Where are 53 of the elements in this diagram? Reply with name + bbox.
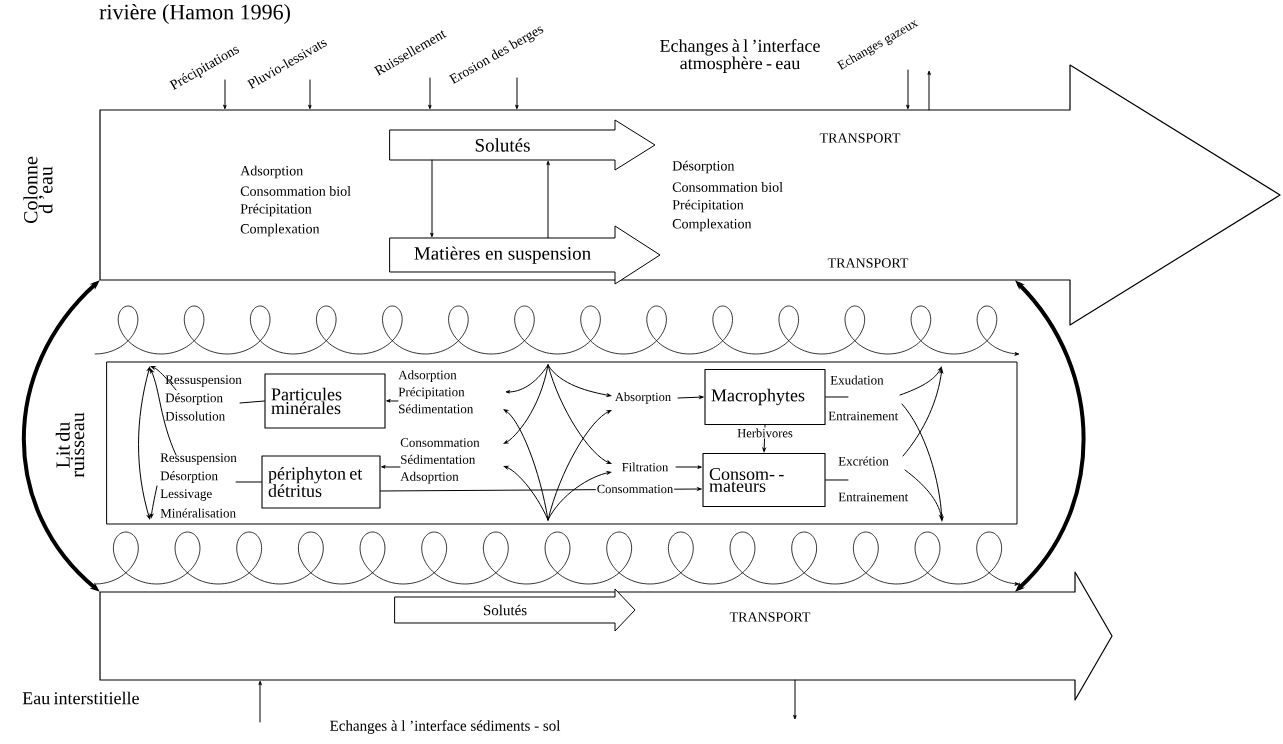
arrow xyxy=(308,79,312,109)
arrow xyxy=(762,424,766,453)
side-label: Eau interstitielle xyxy=(22,691,139,705)
text-label: Minéralisation xyxy=(160,508,236,518)
text-label: Précipitation xyxy=(240,203,312,217)
text-label: Excrétion xyxy=(838,456,889,466)
text-label: Complexation xyxy=(672,218,752,232)
arrow xyxy=(430,159,434,237)
text-label: Exudation xyxy=(830,375,884,385)
arrow xyxy=(258,681,262,723)
text-label: Consommation biol xyxy=(240,186,351,196)
text-label: Echanges à l ’interface atmosphère - eau xyxy=(660,39,820,73)
arrow xyxy=(223,79,227,109)
text-label: Désorption xyxy=(672,160,735,174)
text-label: Adsorption xyxy=(240,165,303,179)
side-label: Colonne d ’eau xyxy=(23,156,53,224)
title: rivière (Hamon 1996) xyxy=(99,4,290,24)
streambed-frame xyxy=(106,361,1018,525)
text-label: Ressuspension xyxy=(160,453,237,465)
text-label: Ressuspension xyxy=(165,375,242,387)
edge-label: Filtration xyxy=(620,461,670,473)
arrow xyxy=(675,465,702,469)
arrow xyxy=(386,399,399,403)
text-label: Entrainement xyxy=(828,411,899,421)
text-label: Consommation biol xyxy=(672,182,783,192)
process-box: périphyton et détritus xyxy=(261,455,381,509)
text-label: Désorption xyxy=(160,471,218,483)
edge-label: Absorption xyxy=(613,391,673,405)
arrow xyxy=(428,77,432,109)
edge-label: Consommation xyxy=(595,483,675,495)
arrow xyxy=(927,70,931,111)
text-label: Dissolution xyxy=(165,411,225,421)
text-label: TRANSPORT xyxy=(729,612,811,622)
text-label: Complexation xyxy=(240,223,320,237)
text-label: Echanges à l ’interface sédiments - sol xyxy=(330,720,561,734)
edge-label: Herbivores xyxy=(736,427,794,439)
process-box: Particules minérales xyxy=(264,373,386,429)
text-label: Précipitation xyxy=(672,199,744,213)
process-list: Consommation Sédimentation Adsoprtion xyxy=(400,438,480,484)
text-label: Désorption xyxy=(165,393,223,405)
arrow xyxy=(793,679,797,720)
arrow xyxy=(677,395,704,399)
process-box: Consom- - mateurs xyxy=(702,452,826,508)
arrow xyxy=(381,465,401,469)
text-label: Entrainement xyxy=(838,492,909,502)
arrow xyxy=(515,77,519,109)
text-label: Lessivage xyxy=(160,489,212,501)
process-list: Adsorption Précipitation Sédimentation xyxy=(398,370,474,414)
text-label: TRANSPORT xyxy=(819,133,901,143)
arrow xyxy=(546,161,550,239)
arrow xyxy=(906,69,910,109)
side-label: Lit du ruisseau xyxy=(55,412,85,478)
text-label: TRANSPORT xyxy=(827,258,909,268)
